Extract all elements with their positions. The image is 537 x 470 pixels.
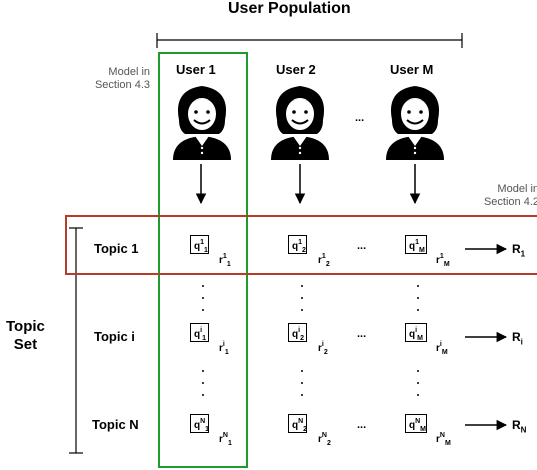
person-icon <box>173 86 231 160</box>
query-symbol: q12 <box>292 239 306 254</box>
topic-label-n: Topic N <box>92 417 139 432</box>
topic-label-i: Topic i <box>94 329 135 344</box>
column-dot <box>202 309 204 311</box>
model-43-line1: Model in <box>108 66 150 78</box>
topic-set-line1: Topic <box>6 318 45 335</box>
user-header-m: User M <box>390 62 434 77</box>
column-dot <box>202 394 204 396</box>
user-header-1: User 1 <box>176 62 216 77</box>
result-label-1: R1 <box>512 242 526 259</box>
query-box: q11 <box>190 235 209 254</box>
query-box: qiM <box>405 323 427 342</box>
column-dot <box>417 297 419 299</box>
topic-set-line2: Set <box>13 336 38 353</box>
column-dot <box>417 394 419 396</box>
query-symbol: qi1 <box>194 327 206 342</box>
rating-symbol: ri1 <box>219 341 229 356</box>
query-box: qi2 <box>288 323 307 342</box>
column-dot <box>417 309 419 311</box>
row-ellipsis: ... <box>357 328 367 340</box>
query-symbol: qiM <box>409 327 423 342</box>
model-43-line2: Section 4.3 <box>94 79 150 91</box>
query-box: qNM <box>405 414 427 433</box>
query-box: q12 <box>288 235 307 254</box>
rating-symbol: r12 <box>318 253 330 268</box>
column-dot <box>301 297 303 299</box>
column-dot <box>301 394 303 396</box>
query-symbol: qi2 <box>292 327 304 342</box>
rating-symbol: r11 <box>219 253 231 268</box>
users-ellipsis: ... <box>355 112 365 124</box>
column-dot <box>417 382 419 384</box>
user-1-highlight <box>158 52 248 468</box>
result-label-n: RN <box>512 418 527 435</box>
person-icon <box>271 86 329 160</box>
row-ellipsis: ... <box>357 419 367 431</box>
result-label-i: Ri <box>512 330 523 347</box>
column-dot <box>202 297 204 299</box>
row-ellipsis: ... <box>357 240 367 252</box>
rating-symbol: ri2 <box>318 341 328 356</box>
query-box: q1M <box>405 235 427 254</box>
model-42-note: Model in Section 4.2 <box>484 183 537 209</box>
query-symbol: qN2 <box>292 418 308 433</box>
topic-1-highlight <box>65 215 537 275</box>
model-43-note: Model in Section 4.3 <box>95 66 150 92</box>
query-box: qN2 <box>288 414 307 433</box>
rating-symbol: rN2 <box>318 432 331 447</box>
user-header-2: User 2 <box>276 62 316 77</box>
model-42-line1: Model in <box>497 183 537 195</box>
query-symbol: qNM <box>409 418 427 433</box>
rating-symbol: riM <box>436 341 448 356</box>
column-dot <box>202 370 204 372</box>
rating-symbol: rNM <box>436 432 451 447</box>
query-box: qi1 <box>190 323 209 342</box>
column-dot <box>417 285 419 287</box>
person-icon <box>386 86 444 160</box>
column-dot <box>301 370 303 372</box>
column-dot <box>417 370 419 372</box>
rating-symbol: rN1 <box>219 432 232 447</box>
model-42-line2: Section 4.2 <box>483 196 537 208</box>
diagram-title: User Population <box>228 0 351 17</box>
query-symbol: q11 <box>194 239 208 254</box>
topic-label-1: Topic 1 <box>94 241 139 256</box>
column-dot <box>301 309 303 311</box>
query-symbol: qN1 <box>194 418 210 433</box>
rating-symbol: r1M <box>436 253 450 268</box>
column-dot <box>202 382 204 384</box>
topic-set-label: Topic Set <box>6 318 45 354</box>
query-symbol: q1M <box>409 239 425 254</box>
query-box: qN1 <box>190 414 209 433</box>
column-dot <box>202 285 204 287</box>
column-dot <box>301 285 303 287</box>
column-dot <box>301 382 303 384</box>
